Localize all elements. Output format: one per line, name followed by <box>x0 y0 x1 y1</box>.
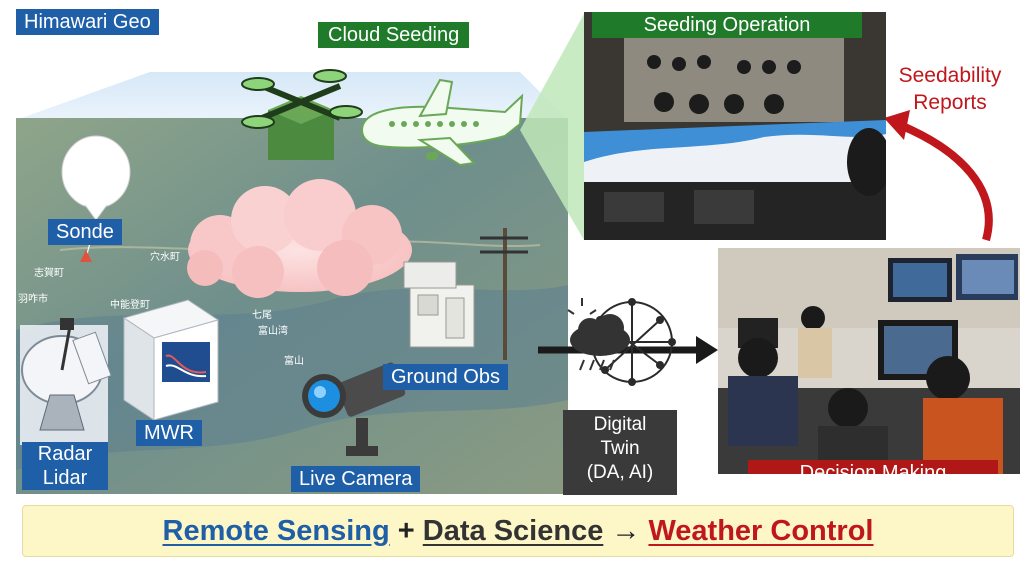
mwr-label: MWR <box>136 420 202 446</box>
mwr-instrument-icon <box>122 299 220 421</box>
map-place-name: 富山湾 <box>258 326 288 337</box>
airplane-icon <box>360 78 524 167</box>
map-place-name: 七尾 <box>252 310 272 321</box>
arrow-sign: → <box>603 514 649 547</box>
camera-icon <box>302 362 406 456</box>
map-place-name: 羽咋市 <box>18 294 48 305</box>
map-place-name: 中能登町 <box>110 300 150 311</box>
plus-sign: + <box>389 514 423 547</box>
summary-banner: Remote Sensing + Data Science → Weather … <box>22 505 1014 557</box>
remote-sensing-text: Remote Sensing <box>162 514 390 547</box>
pink-cloud <box>187 179 412 298</box>
decision-room-photo: Decision Making <box>718 248 1020 474</box>
digital-twin-icon <box>567 298 676 386</box>
weather-control-text: Weather Control <box>648 514 874 547</box>
himawari-geo-label: Himawari Geo <box>16 9 159 35</box>
map-place-name: 穴水町 <box>150 252 180 263</box>
drone-icon <box>241 69 363 160</box>
radar-lidar-label: Radar Lidar <box>22 442 108 490</box>
map-place-name: 志賀町 <box>34 268 64 279</box>
cloud-seeding-label: Cloud Seeding <box>318 22 470 48</box>
digital-twin-label: Digital Twin (DA, AI) <box>563 410 677 495</box>
decision-making-label: Decision Making <box>748 460 998 474</box>
sonde-label: Sonde <box>48 219 122 245</box>
seedability-reports-label: Seedability Reports <box>898 64 1002 114</box>
radar-dish-icon <box>20 318 112 445</box>
zoom-wedge <box>520 14 584 240</box>
map-place-name: 富山 <box>284 356 304 367</box>
seedability-arrow <box>898 121 993 242</box>
data-science-text: Data Science <box>422 514 604 547</box>
ground-obs-station-icon <box>403 228 528 360</box>
seeding-operation-label: Seeding Operation <box>592 12 862 38</box>
live-camera-label: Live Camera <box>291 466 421 492</box>
cockpit-photo: Seeding Operation <box>584 12 886 240</box>
ground-obs-label: Ground Obs <box>383 364 508 390</box>
